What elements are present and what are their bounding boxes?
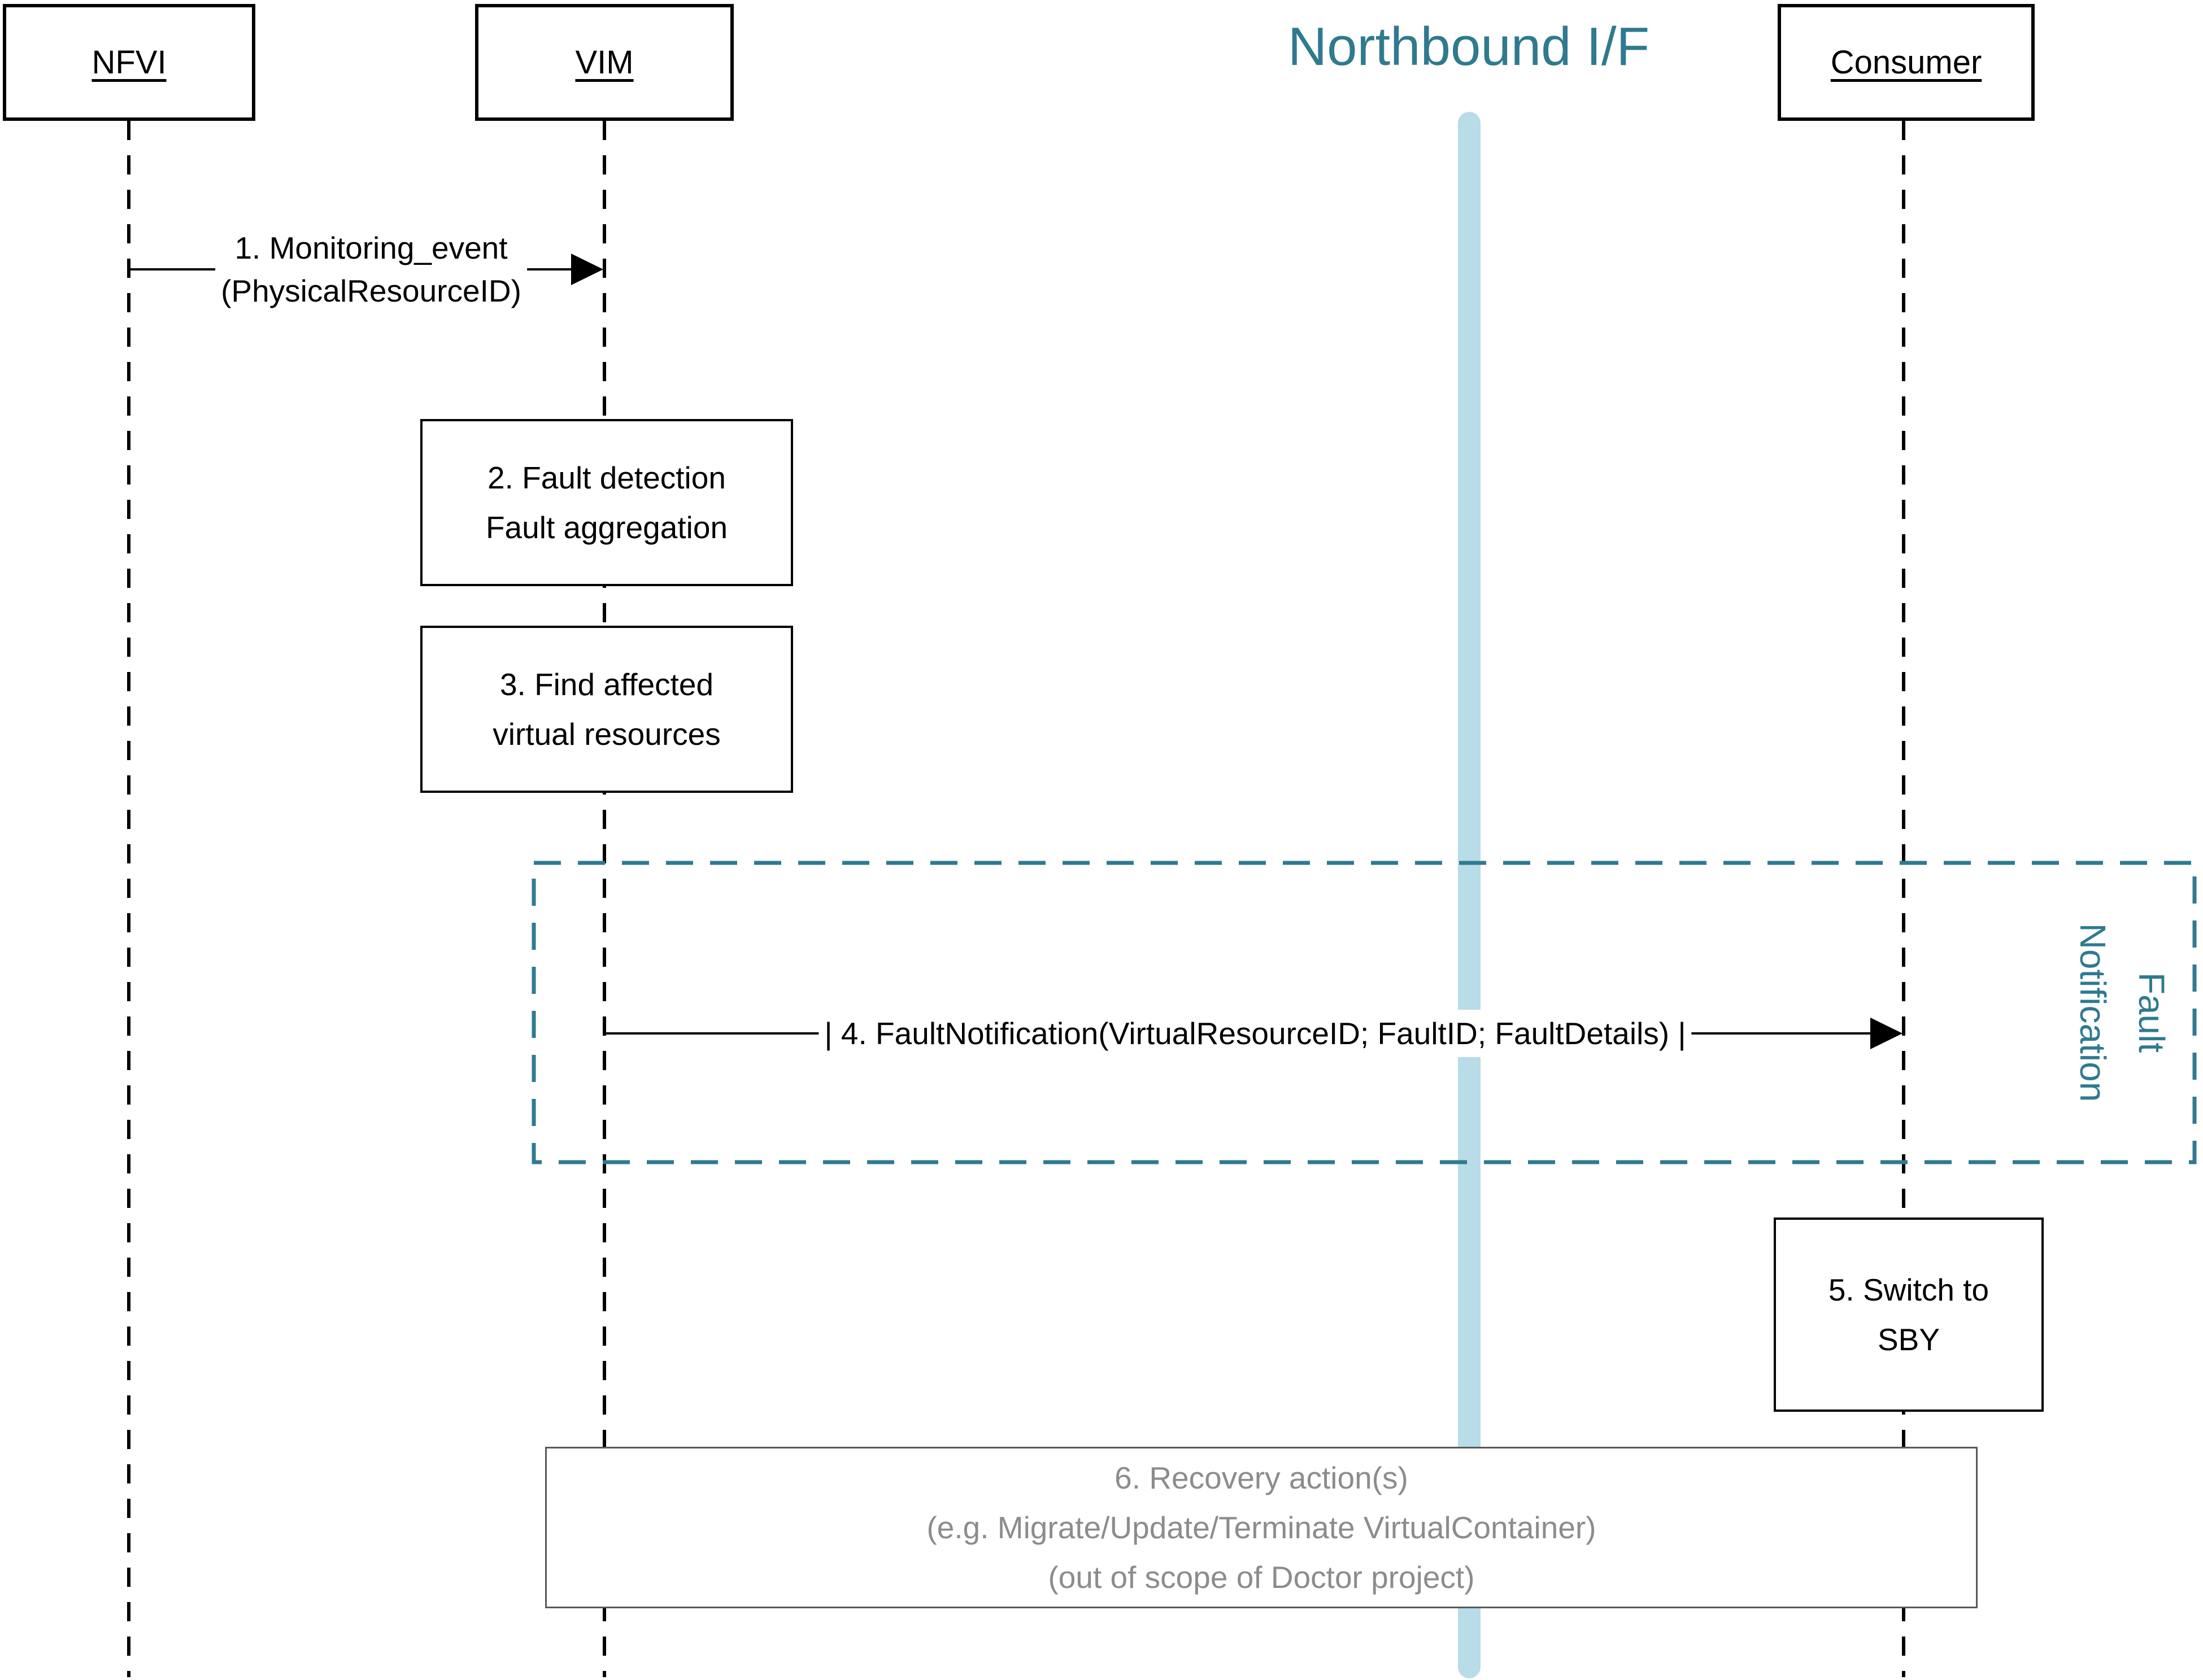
message4-label: | 4. FaultNotification(VirtualResourceID…	[818, 1010, 1692, 1057]
activity-fault-detection-line2: Fault aggregation	[485, 510, 728, 545]
activity-switch-to-sby-line2: SBY	[1877, 1322, 1940, 1357]
message1-label-line2: (PhysicalResourceID)	[221, 273, 521, 308]
message4-arrowhead	[1870, 1018, 1902, 1049]
participant-nfvi: NFVI	[3, 4, 255, 121]
activity-switch-to-sby: 5. Switch to SBY	[1774, 1218, 2044, 1412]
fault-notification-label-line1: Fault	[2131, 972, 2172, 1053]
fault-notification-label: Fault Notification	[2063, 923, 2181, 1102]
participant-vim: VIM	[475, 4, 734, 121]
fault-notification-label-line2: Notification	[2073, 923, 2113, 1102]
recovery-note-line3: (out of scope of Doctor project)	[1048, 1560, 1475, 1595]
message1-arrowhead	[571, 254, 603, 285]
activity-find-affected-line1: 3. Find affected	[499, 667, 714, 702]
participant-nfvi-label: NFVI	[92, 44, 167, 81]
activity-switch-to-sby-line1: 5. Switch to	[1828, 1272, 1989, 1307]
activity-fault-detection-line1: 2. Fault detection	[487, 460, 726, 495]
fault-notification-frame	[532, 861, 2197, 1164]
message1-label: 1. Monitoring_event (PhysicalResourceID)	[215, 224, 527, 315]
message1-label-line1: 1. Monitoring_event	[234, 230, 508, 265]
northbound-title: Northbound I/F	[1287, 16, 1650, 77]
activity-find-affected: 3. Find affected virtual resources	[420, 626, 793, 793]
recovery-note-line2: (e.g. Migrate/Update/Terminate VirtualCo…	[926, 1510, 1596, 1545]
activity-fault-detection: 2. Fault detection Fault aggregation	[420, 419, 793, 586]
participant-consumer: Consumer	[1778, 4, 2035, 121]
participant-consumer-label: Consumer	[1830, 44, 1982, 81]
recovery-note-line1: 6. Recovery action(s)	[1114, 1460, 1408, 1495]
activity-find-affected-line2: virtual resources	[493, 717, 721, 752]
recovery-note: 6. Recovery action(s) (e.g. Migrate/Upda…	[545, 1447, 1978, 1608]
participant-vim-label: VIM	[575, 44, 634, 81]
